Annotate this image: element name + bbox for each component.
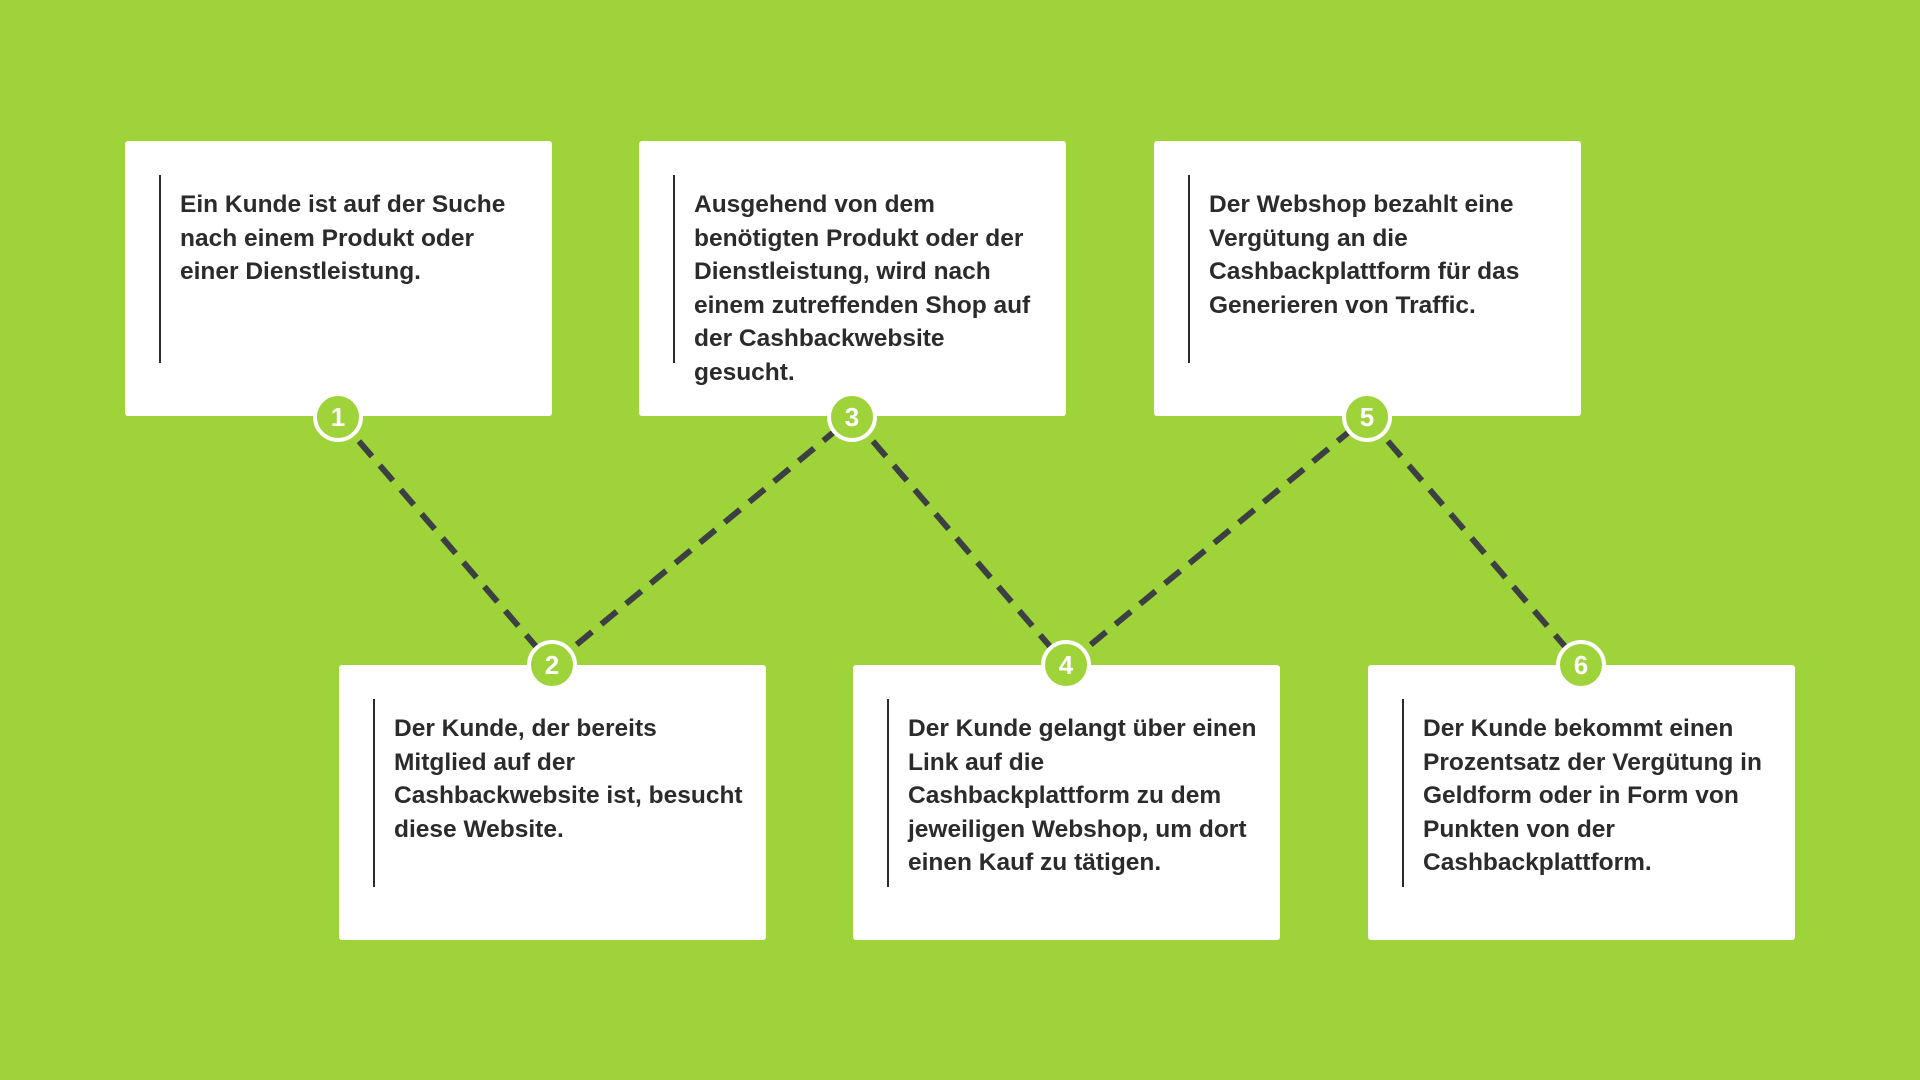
step-description-2: Der Kunde, der bereits Mitglied auf der … xyxy=(394,715,743,843)
connector-1-2 xyxy=(335,415,555,667)
connector-2-3 xyxy=(550,414,854,668)
step-description-6: Der Kunde bekommt einen Prozentsatz der … xyxy=(1423,715,1762,876)
step-number-badge-6: 6 xyxy=(1556,640,1606,690)
step-number-badge-1: 1 xyxy=(313,392,363,442)
step-description-4: Der Kunde gelangt über einen Link auf di… xyxy=(908,715,1257,876)
step-card-6: Der Kunde bekommt einen Prozentsatz der … xyxy=(1368,665,1795,940)
card-accent-bar xyxy=(673,175,675,363)
step-number-badge-4: 4 xyxy=(1041,640,1091,690)
card-accent-bar xyxy=(1402,699,1404,887)
step-card-5: Der Webshop bezahlt eine Vergütung an di… xyxy=(1154,141,1581,416)
step-description-5: Der Webshop bezahlt eine Vergütung an di… xyxy=(1209,191,1520,319)
step-card-4: Der Kunde gelangt über einen Link auf di… xyxy=(853,665,1280,940)
step-number-badge-5: 5 xyxy=(1342,392,1392,442)
step-card-3: Ausgehend von dem benötigten Produkt ode… xyxy=(639,141,1066,416)
connector-4-5 xyxy=(1064,414,1369,668)
card-accent-bar xyxy=(373,699,375,887)
step-number-badge-3: 3 xyxy=(827,392,877,442)
step-description-3: Ausgehend von dem benötigten Produkt ode… xyxy=(694,191,1031,386)
connector-5-6 xyxy=(1364,415,1584,667)
step-card-1: Ein Kunde ist auf der Suche nach einem P… xyxy=(125,141,552,416)
card-accent-bar xyxy=(887,699,889,887)
connector-3-4 xyxy=(849,415,1069,667)
card-accent-bar xyxy=(159,175,161,363)
card-accent-bar xyxy=(1188,175,1190,363)
step-number-badge-2: 2 xyxy=(527,640,577,690)
step-card-2: Der Kunde, der bereits Mitglied auf der … xyxy=(339,665,766,940)
step-description-1: Ein Kunde ist auf der Suche nach einem P… xyxy=(180,191,506,285)
